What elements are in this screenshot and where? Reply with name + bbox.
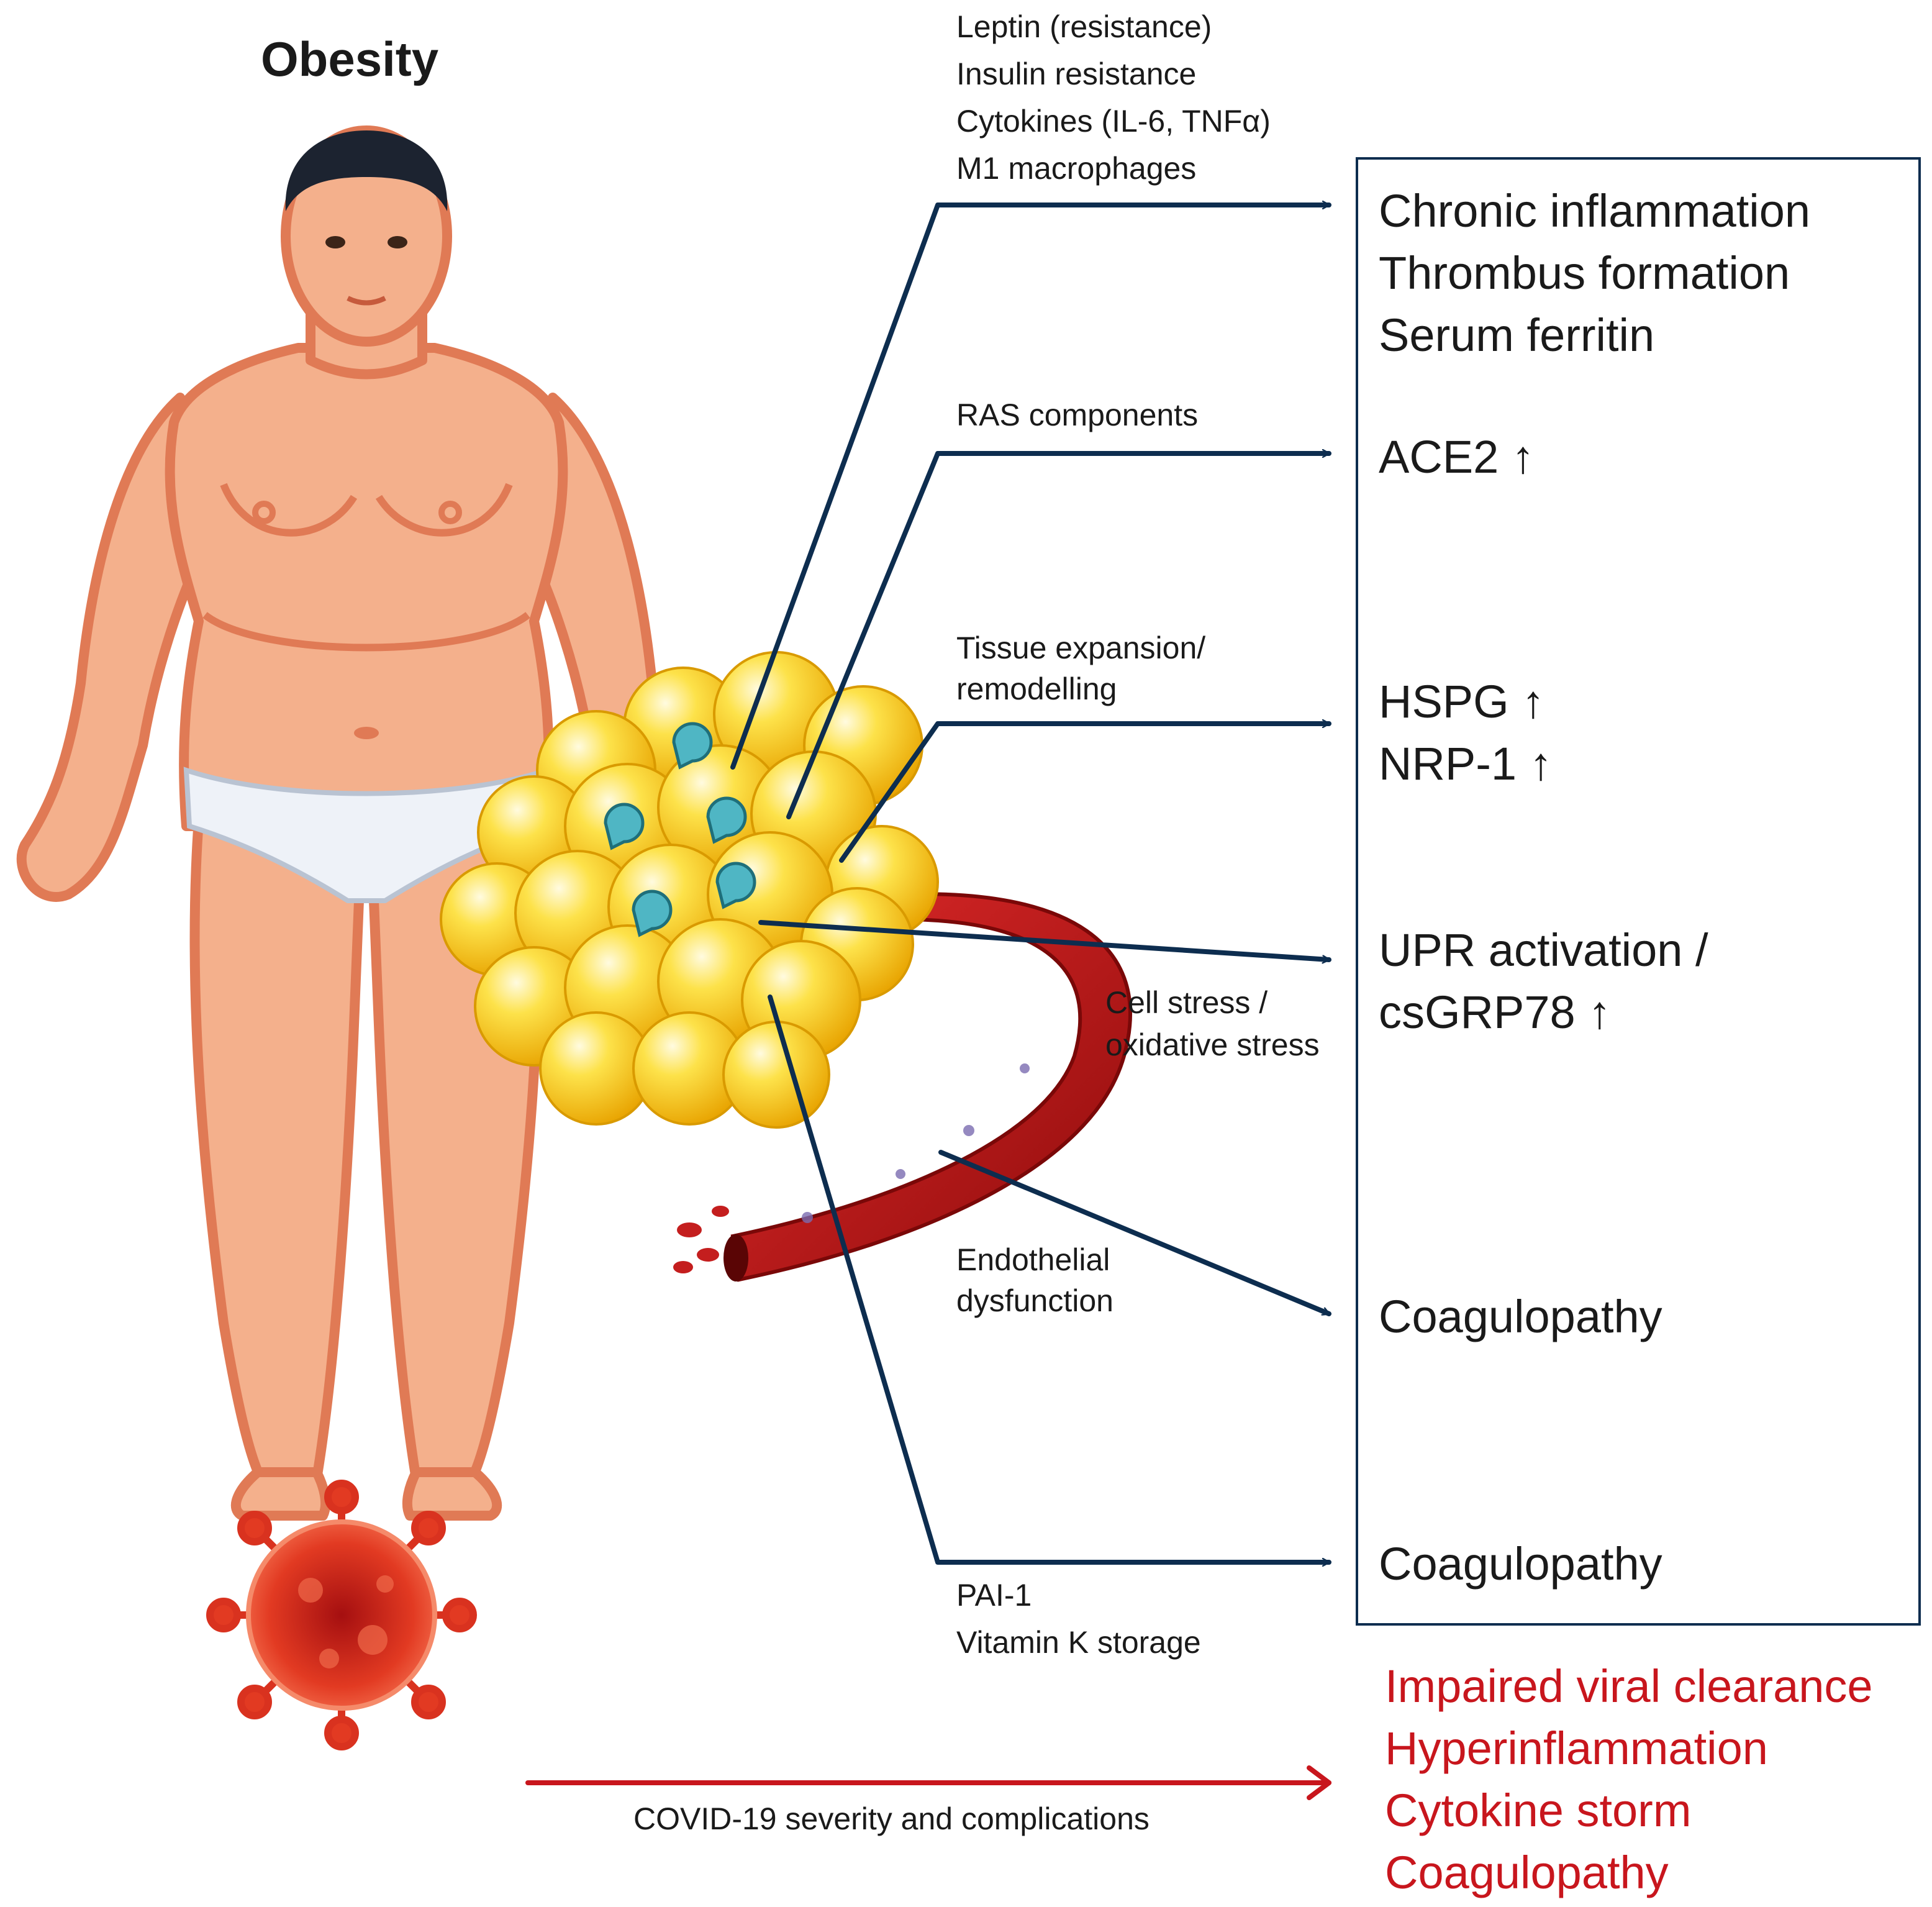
outcome-coagulopathy-2: Coagulopathy <box>1379 1538 1662 1590</box>
pai-label: PAI-1 Vitamin K storage <box>956 1572 1201 1666</box>
arrow-adipokines <box>730 205 1331 770</box>
adipokine-item: M1 macrophages <box>956 151 1197 186</box>
covid-outcome-item: Impaired viral clearance <box>1385 1660 1873 1712</box>
arrow-tissue <box>839 724 1331 863</box>
covid-outcome-item: Hyperinflammation <box>1385 1723 1768 1774</box>
arrow-ras <box>786 453 1331 819</box>
outcome-item: Thrombus formation <box>1379 247 1790 299</box>
adipokine-item: Leptin (resistance) <box>956 9 1212 44</box>
tissue-line: Tissue expansion/ <box>956 630 1206 665</box>
tissue-line: remodelling <box>956 671 1117 706</box>
outcome-box <box>1356 157 1921 1626</box>
hair-shape <box>285 130 448 211</box>
adipokine-item: Insulin resistance <box>956 57 1197 91</box>
outcome-item: NRP-1 ↑ <box>1379 738 1553 790</box>
pai-line: Vitamin K storage <box>956 1625 1201 1660</box>
covid-arrow-label: COVID-19 severity and complications <box>633 1801 1150 1836</box>
outcome-ace2: ACE2 ↑ <box>1379 431 1535 483</box>
body-contours <box>202 483 530 652</box>
outcome-item: HSPG ↑ <box>1379 676 1545 727</box>
outcome-group-inflammation: Chronic inflammation Thrombus formation … <box>1379 180 1810 366</box>
outcome-item: Chronic inflammation <box>1379 185 1811 237</box>
covid-outcome-item: Coagulopathy <box>1385 1847 1669 1898</box>
tissue-label: Tissue expansion/ remodelling <box>956 627 1205 709</box>
outcome-item: csGRP78 ↑ <box>1379 986 1612 1038</box>
arrow-endothelial <box>938 1150 1331 1316</box>
outcome-group-upr: UPR activation / csGRP78 ↑ <box>1379 919 1708 1044</box>
covid-outcomes: Impaired viral clearance Hyperinflammati… <box>1385 1655 1873 1904</box>
outcome-group-hspg: HSPG ↑ NRP-1 ↑ <box>1379 671 1553 795</box>
ras-label: RAS components <box>956 398 1199 432</box>
outcome-coagulopathy-1: Coagulopathy <box>1379 1291 1662 1342</box>
adipokines-label: Leptin (resistance) Insulin resistance C… <box>956 3 1271 192</box>
outcome-item: Serum ferritin <box>1379 309 1655 361</box>
figure-title: Obesity <box>261 32 439 86</box>
face-details <box>325 236 407 248</box>
covid-outcome-item: Cytokine storm <box>1385 1785 1692 1836</box>
cell-stress-line: oxidative stress <box>1105 1027 1320 1062</box>
endothelial-line: dysfunction <box>956 1283 1113 1318</box>
receptor-icons <box>604 722 756 937</box>
coronavirus-icon <box>206 1480 477 1750</box>
outcome-item: UPR activation / <box>1379 924 1708 976</box>
cell-stress-line: Cell stress / <box>1105 985 1268 1020</box>
adipokine-item: Cytokines (IL-6, TNFα) <box>956 104 1271 139</box>
endothelial-label: Endothelial dysfunction <box>956 1239 1113 1321</box>
pai-line: PAI-1 <box>956 1578 1032 1613</box>
blood-vessel-icon <box>673 892 1132 1282</box>
mouth-shape <box>347 296 386 306</box>
navel <box>354 727 379 739</box>
arrow-cell-stress <box>758 920 1331 960</box>
arrow-pai <box>768 994 1331 1562</box>
arrow-covid <box>525 1765 1331 1800</box>
nipples <box>252 501 462 524</box>
endothelial-line: Endothelial <box>956 1242 1110 1277</box>
cell-stress-label: Cell stress / oxidative stress <box>1105 981 1320 1066</box>
